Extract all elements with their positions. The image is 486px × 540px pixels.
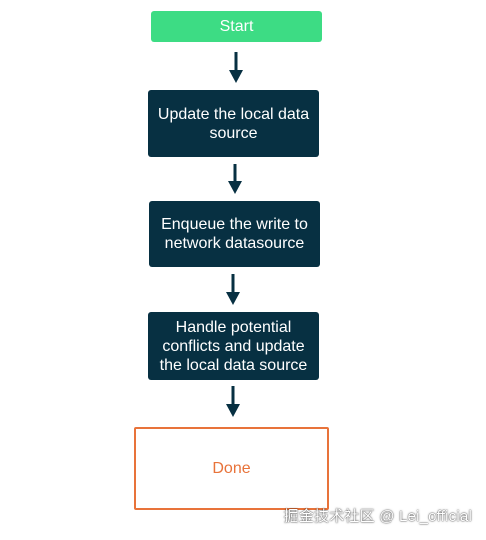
update-local-data-source-node: Update the local data source xyxy=(148,90,319,157)
start-label: Start xyxy=(219,17,254,35)
enqueue-write-node: Enqueue the write to network datasource xyxy=(149,201,320,267)
done-label: Done xyxy=(212,459,251,477)
start-node: Start xyxy=(151,11,322,42)
arrow-handle-to-done xyxy=(226,386,240,417)
handle-conflicts-label: Handle potential conflicts and update th… xyxy=(159,318,308,374)
arrow-enqueue-to-handle xyxy=(226,274,240,305)
watermark: 掘金技术社区 @ Lei_official xyxy=(283,508,472,525)
update-local-data-source-label: Update the local data source xyxy=(157,105,310,142)
handle-conflicts-node: Handle potential conflicts and update th… xyxy=(148,312,319,380)
arrow-update-to-enqueue xyxy=(228,164,242,194)
arrow-start-to-update xyxy=(229,52,243,83)
done-node: Done xyxy=(134,427,329,510)
enqueue-write-label: Enqueue the write to network datasource xyxy=(161,216,308,252)
